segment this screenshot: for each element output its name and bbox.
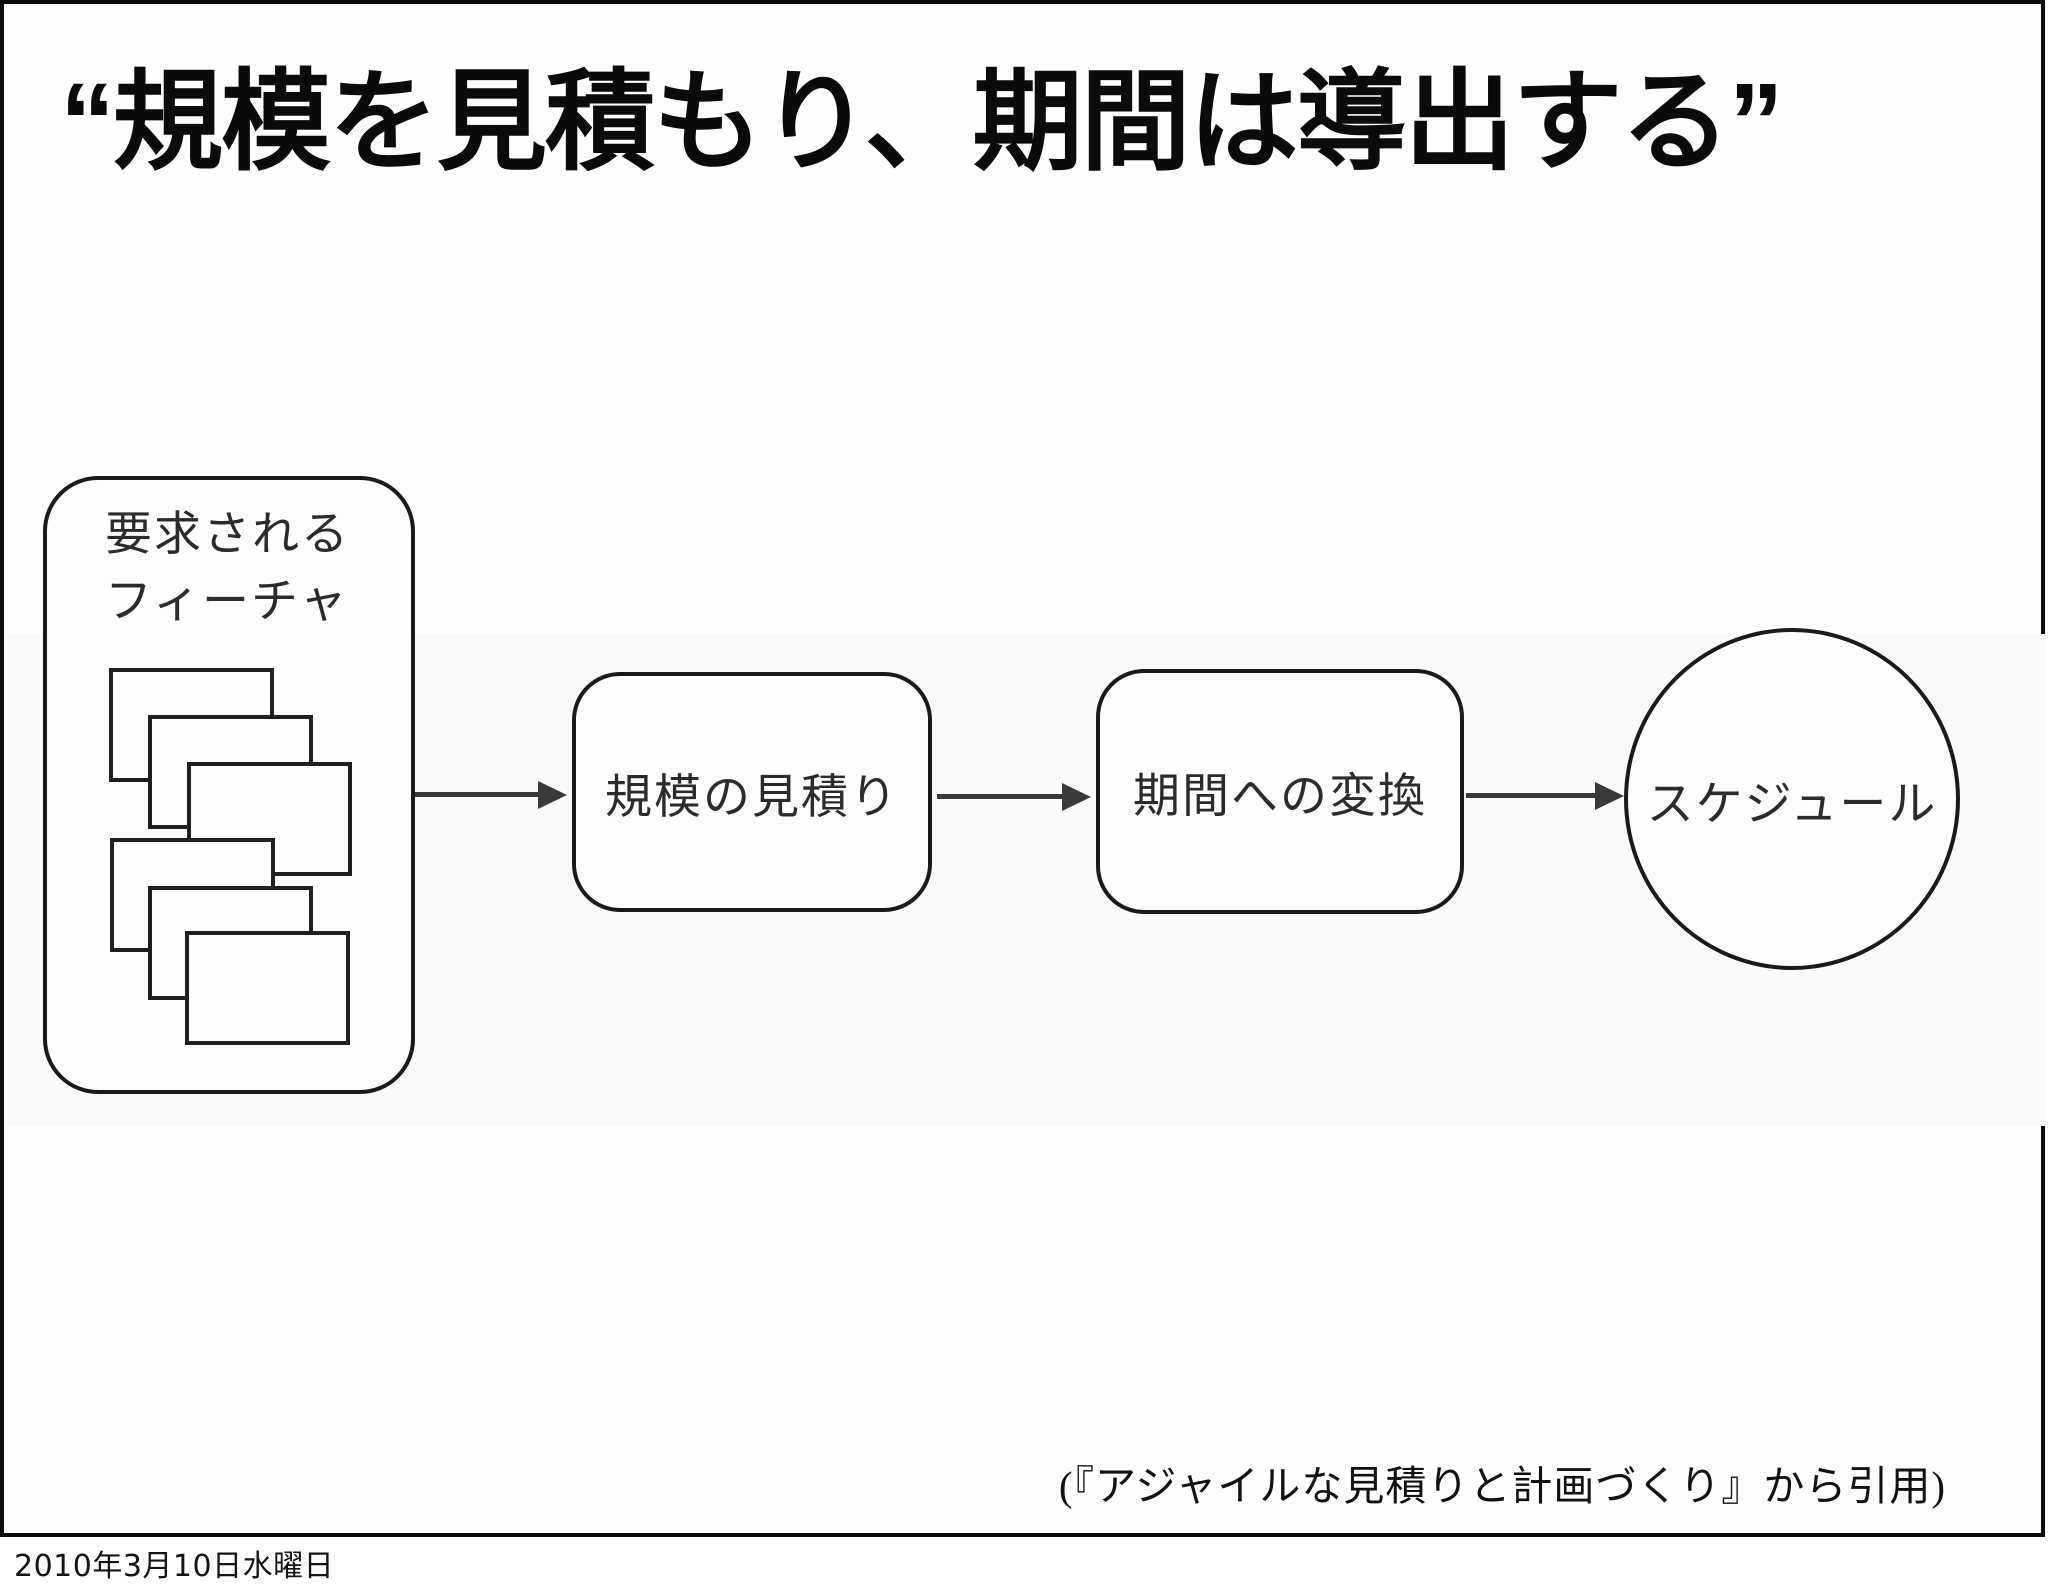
flow-arrow-2 — [937, 782, 1091, 811]
citation-text: (『アジャイルな見積りと計画づくり』から引用) — [1058, 1463, 1946, 1509]
slide-title: “規模を見積もり、期間は導出する” — [60, 61, 1784, 184]
feature-box-node: 要求される フィーチャ — [43, 476, 415, 1094]
date-bar: 2010年3月10日水曜日 — [0, 1537, 2048, 1584]
node-duration-convert-label: 期間への変換 — [1133, 769, 1427, 824]
arrowhead-icon — [1062, 782, 1091, 811]
feature-card — [185, 931, 350, 1045]
flow-arrow-1 — [415, 780, 567, 809]
node-duration-convert: 期間への変換 — [1096, 669, 1464, 914]
feature-label-line2: フィーチャ — [105, 573, 349, 629]
flow-arrow-3 — [1466, 781, 1624, 810]
date-text: 2010年3月10日水曜日 — [14, 1549, 335, 1584]
arrowhead-icon — [1595, 781, 1624, 810]
arrowhead-icon — [538, 780, 567, 809]
node-schedule: スケジュール — [1624, 628, 1960, 970]
node-size-estimate-label: 規模の見積り — [605, 769, 899, 825]
node-size-estimate: 規模の見積り — [572, 672, 932, 912]
node-schedule-label: スケジュール — [1646, 776, 1938, 832]
feature-label-line1: 要求される — [105, 507, 350, 562]
feature-box-label: 要求される フィーチャ — [105, 502, 350, 635]
slide-canvas: “規模を見積もり、期間は導出する” 要求される フィーチャ 規模の見積り 期間へ… — [0, 0, 2045, 1537]
